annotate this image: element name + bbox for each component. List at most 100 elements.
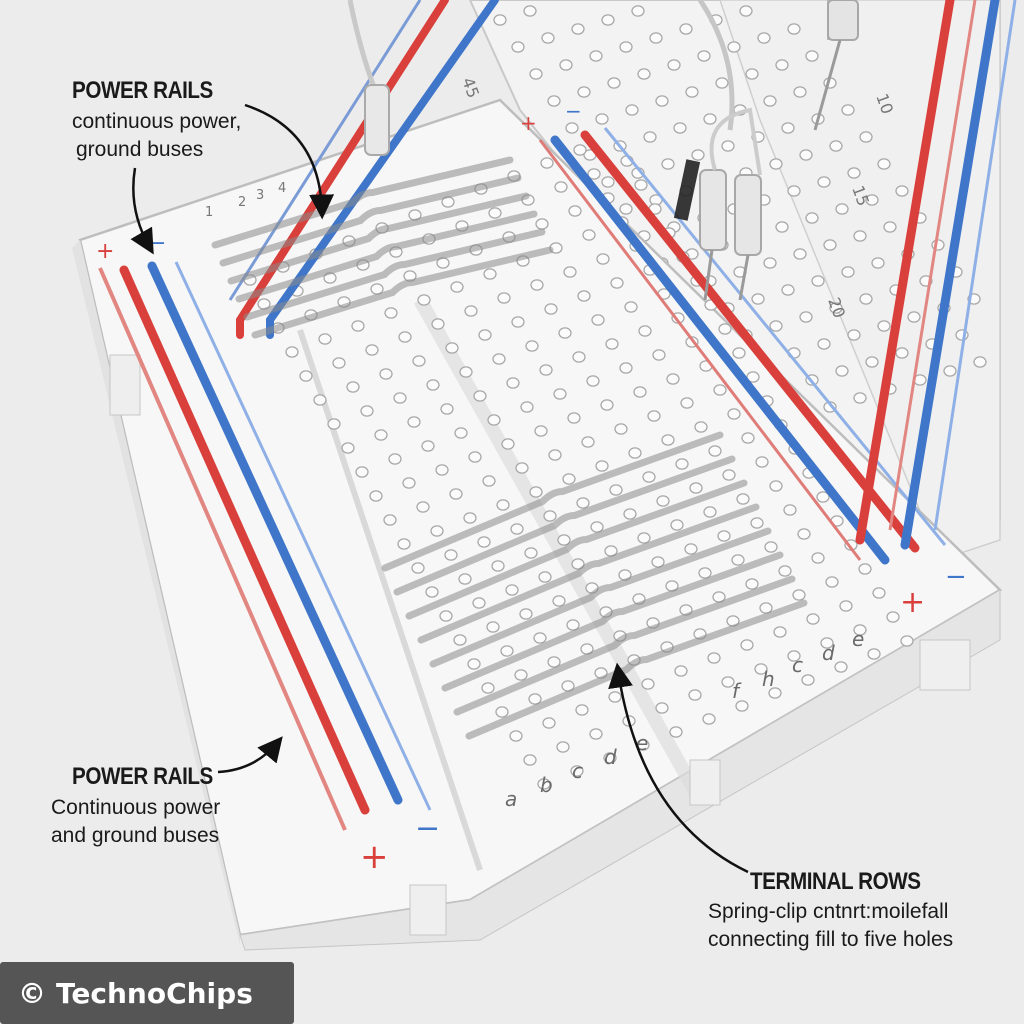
- hole: [633, 386, 647, 398]
- hole: [542, 717, 556, 729]
- hole: [537, 778, 551, 790]
- hole: [497, 292, 511, 304]
- hole: [799, 311, 813, 323]
- hole: [576, 497, 590, 509]
- hole: [625, 104, 639, 116]
- column-letter: c: [792, 653, 803, 677]
- hole: [775, 221, 789, 233]
- watermark-text: TechnoChips: [56, 976, 253, 1010]
- hole: [722, 469, 736, 481]
- hole: [829, 302, 843, 314]
- spring-clip: [417, 503, 760, 644]
- hole: [582, 229, 596, 241]
- annotation-title-terminal-rows: TERMINAL ROWS: [750, 868, 921, 895]
- hole: [661, 434, 675, 446]
- hole: [581, 436, 595, 448]
- hole: [543, 510, 557, 522]
- hole: [691, 149, 705, 161]
- hole: [509, 730, 523, 742]
- hole: [534, 425, 548, 437]
- rail-plus-mark-top-right: +: [520, 111, 537, 135]
- hole: [491, 560, 505, 572]
- annotation-text-bottom-left-line2: and ground buses: [51, 824, 220, 847]
- hole: [407, 416, 421, 428]
- hole: [778, 565, 792, 577]
- hole: [421, 440, 435, 452]
- hole: [847, 167, 861, 179]
- hole: [547, 95, 561, 107]
- hole: [872, 587, 886, 599]
- hole: [440, 403, 454, 415]
- arrow-top-left-to-rail: [244, 103, 335, 220]
- hole: [943, 365, 957, 377]
- hole: [511, 316, 525, 328]
- hole: [369, 490, 383, 502]
- hole: [501, 438, 515, 450]
- row-number: 4: [278, 181, 286, 196]
- hole: [570, 765, 584, 777]
- hole: [538, 571, 552, 583]
- column-letter: a: [505, 787, 517, 811]
- hole: [656, 495, 670, 507]
- hole: [299, 370, 313, 382]
- hole: [670, 519, 684, 531]
- hole: [715, 77, 729, 89]
- column-letter: d: [604, 745, 617, 769]
- hole: [523, 5, 537, 17]
- hole: [764, 541, 778, 553]
- hole: [360, 405, 374, 417]
- spring-clip: [251, 246, 554, 339]
- hole: [473, 390, 487, 402]
- annotation-text-top-left-line2: ground buses: [76, 138, 204, 161]
- hole: [285, 346, 299, 358]
- hole: [445, 342, 459, 354]
- hole: [388, 453, 402, 465]
- hole: [439, 610, 453, 622]
- hole: [877, 158, 891, 170]
- hole: [631, 5, 645, 17]
- arrow-bottom-left-to-rail: [217, 736, 283, 774]
- hole: [487, 414, 501, 426]
- hole: [768, 687, 782, 699]
- hole: [834, 661, 848, 673]
- hole: [608, 691, 622, 703]
- hole: [609, 484, 623, 496]
- hole: [374, 429, 388, 441]
- hole: [769, 480, 783, 492]
- spring-clip: [393, 455, 736, 596]
- hole: [859, 131, 873, 143]
- hole: [402, 477, 416, 489]
- hole: [973, 356, 987, 368]
- hole: [488, 207, 502, 219]
- hole: [703, 506, 717, 518]
- spring-clip-strips: [211, 156, 808, 740]
- hole: [829, 140, 843, 152]
- spring-clip: [453, 575, 796, 716]
- row-number: 2: [238, 195, 246, 210]
- hole: [586, 375, 600, 387]
- hole: [859, 293, 873, 305]
- hole: [647, 410, 661, 422]
- hole: [577, 290, 591, 302]
- hole: [641, 678, 655, 690]
- hole: [675, 458, 689, 470]
- hole: [643, 131, 657, 143]
- hole: [769, 158, 783, 170]
- spring-clip: [235, 210, 538, 303]
- hole: [739, 5, 753, 17]
- hole: [482, 475, 496, 487]
- hole: [327, 418, 341, 430]
- hole: [601, 14, 615, 26]
- hole: [763, 257, 777, 269]
- hole: [637, 68, 651, 80]
- hole: [839, 600, 853, 612]
- hole: [877, 320, 891, 332]
- hole: [781, 284, 795, 296]
- hole: [524, 547, 538, 559]
- hole: [596, 253, 610, 265]
- hole: [727, 41, 741, 53]
- hole: [736, 493, 750, 505]
- hole: [589, 50, 603, 62]
- hole: [553, 388, 567, 400]
- copyright-watermark: © TechnoChips: [0, 962, 294, 1024]
